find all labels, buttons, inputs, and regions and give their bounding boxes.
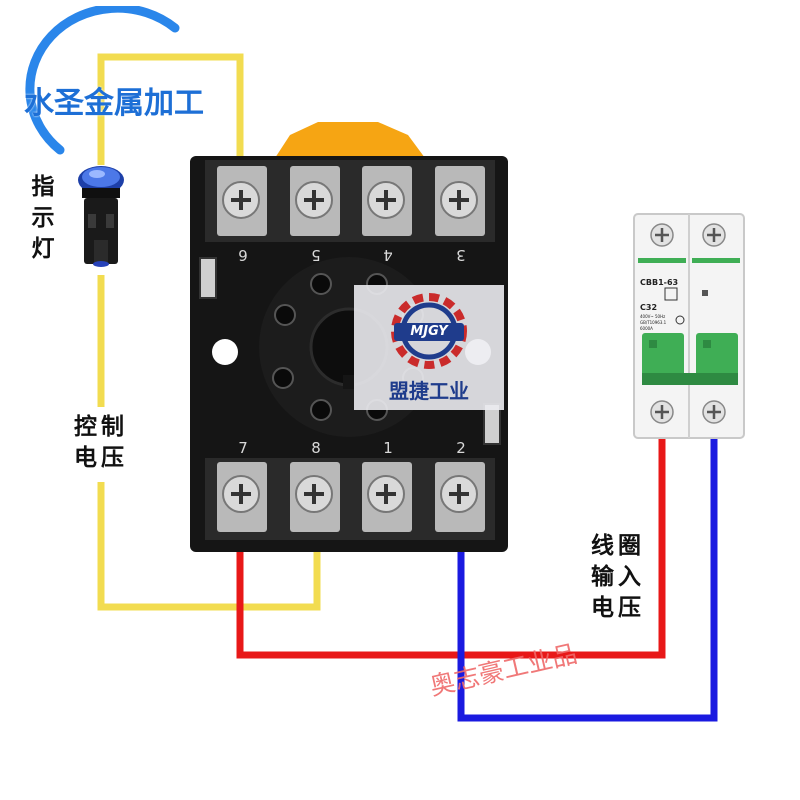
coil-input-voltage-label-line-2: 输入 (591, 564, 645, 590)
breaker-bottom-screw-right (702, 400, 726, 424)
breaker-spec-1: 400V~ 50Hz (640, 314, 665, 319)
terminal-number-8: 8 (311, 439, 321, 457)
watermark-logo-ring (25, 6, 180, 155)
terminal-2 (435, 462, 485, 532)
center-watermark-logo-text: MJGY (410, 324, 448, 339)
terminal-8 (290, 462, 340, 532)
breaker-top-screw-left (650, 223, 674, 247)
yellow-wire-control-to-terminal-8 (97, 482, 321, 611)
terminal-6 (217, 166, 267, 236)
center-watermark: MJGY 盟捷工业 (354, 285, 504, 410)
watermark-top-left: 水圣金属加工 (24, 86, 204, 121)
terminal-number-4: 4 (383, 246, 393, 264)
indicator-lamp (78, 166, 124, 267)
breaker-top-screw-right (702, 223, 726, 247)
terminal-number-7: 7 (238, 439, 248, 457)
circuit-breaker: CBB1-63 C32 400V~ 50Hz GB/T10963.1 6000A (633, 213, 745, 439)
control-voltage-label-line-1: 控制 (74, 414, 128, 440)
terminal-number-2: 2 (456, 439, 466, 457)
breaker-spec-2: GB/T10963.1 (640, 320, 667, 325)
coil-input-voltage-label-line-3: 电压 (591, 595, 645, 621)
breaker-bottom-screw-left (650, 400, 674, 424)
breaker-spec-3: 6000A (640, 326, 653, 331)
breaker-model: CBB1-63 (640, 278, 678, 287)
terminal-number-1: 1 (383, 439, 393, 457)
indicator-label: 指示灯 (31, 174, 59, 262)
breaker-rating: C32 (640, 303, 657, 312)
terminal-1 (362, 462, 412, 532)
terminal-3 (435, 166, 485, 236)
terminal-5 (290, 166, 340, 236)
terminal-7 (217, 462, 267, 532)
blue-wire-terminal-2-to-breaker (457, 425, 718, 722)
terminal-number-6: 6 (238, 246, 248, 264)
terminal-number-3: 3 (456, 246, 466, 264)
terminal-4 (362, 166, 412, 236)
gear-icon (391, 293, 467, 369)
retaining-clip (275, 122, 425, 158)
red-wire-terminal-7-to-breaker (236, 425, 666, 659)
terminal-number-5: 5 (311, 246, 321, 264)
coil-input-voltage-label-line-1: 线圈 (591, 533, 645, 559)
control-voltage-label-line-2: 电压 (74, 445, 128, 471)
yellow-wire-lamp-to-terminal-6 (97, 53, 244, 200)
center-watermark-text: 盟捷工业 (389, 379, 469, 403)
